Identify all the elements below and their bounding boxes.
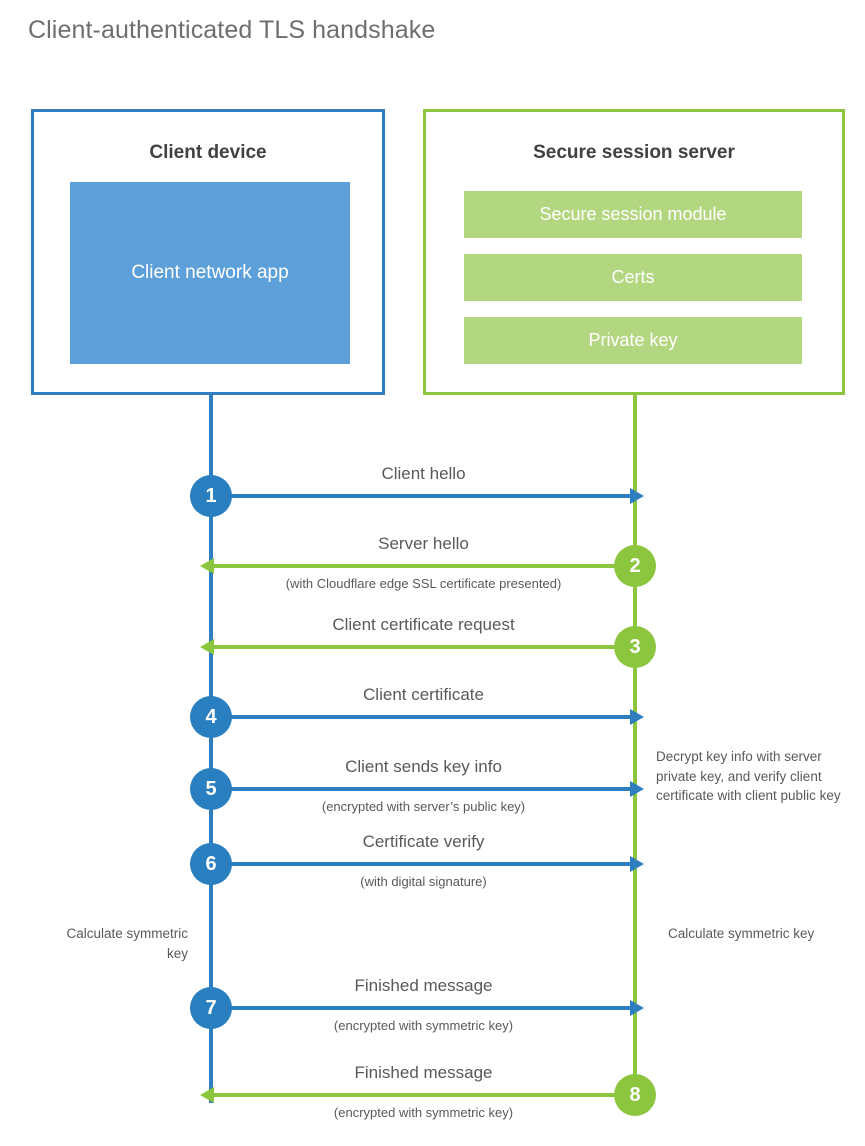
server-calculate-symmetric-key-note: Calculate symmetric key bbox=[668, 926, 815, 941]
arrowhead-right-icon bbox=[630, 781, 644, 797]
arrowhead-right-icon bbox=[630, 709, 644, 725]
message-subcaption-5: (encrypted with server’s public key) bbox=[321, 799, 526, 814]
message-arrow-8 bbox=[200, 1087, 631, 1103]
message-arrow-2 bbox=[200, 558, 631, 574]
arrowhead-right-icon bbox=[630, 856, 644, 872]
server-component-private-key: Private key bbox=[464, 317, 802, 364]
message-label-6: Certificate verify bbox=[362, 832, 485, 851]
message-subcaption-6: (with digital signature) bbox=[360, 874, 487, 889]
message-label-1: Client hello bbox=[381, 464, 466, 483]
step-badge-4: 4 bbox=[190, 696, 232, 738]
message-label-5: Client sends key info bbox=[345, 757, 502, 776]
server-lifeline bbox=[633, 395, 637, 1093]
message-subcaption-7: (encrypted with symmetric key) bbox=[333, 1018, 514, 1033]
server-component-certs: Certs bbox=[464, 254, 802, 301]
message-arrow-7 bbox=[213, 1000, 644, 1016]
secure-session-server-title: Secure session server bbox=[533, 142, 735, 163]
page-title: Client-authenticated TLS handshake bbox=[28, 16, 436, 44]
message-arrow-6 bbox=[213, 856, 644, 872]
arrowhead-left-icon bbox=[200, 558, 214, 574]
step-badge-1: 1 bbox=[190, 475, 232, 517]
arrowhead-right-icon bbox=[630, 488, 644, 504]
message-subcaption-8: (encrypted with symmetric key) bbox=[333, 1105, 514, 1120]
message-label-4: Client certificate bbox=[363, 685, 484, 704]
server-decrypt-note: Decrypt key info with server private key… bbox=[656, 749, 841, 804]
message-label-8: Finished message bbox=[354, 1063, 493, 1082]
arrowhead-left-icon bbox=[200, 639, 214, 655]
step-badge-7: 7 bbox=[190, 987, 232, 1029]
message-label-7: Finished message bbox=[354, 976, 493, 995]
client-calculate-symmetric-key-note: Calculate symmetric key bbox=[66, 926, 188, 961]
message-arrow-4 bbox=[213, 709, 644, 725]
message-label-2: Server hello bbox=[378, 534, 469, 553]
secure-session-server-box: Secure session server Secure session mod… bbox=[423, 109, 845, 395]
step-badge-3: 3 bbox=[614, 626, 656, 668]
step-badge-6: 6 bbox=[190, 843, 232, 885]
message-arrow-5 bbox=[213, 781, 644, 797]
client-device-box: Client device Client network app bbox=[31, 109, 385, 395]
step-badge-8: 8 bbox=[614, 1074, 656, 1116]
server-component-secure-session-module: Secure session module bbox=[464, 191, 802, 238]
message-label-3: Client certificate request bbox=[332, 615, 515, 634]
client-lifeline bbox=[209, 395, 213, 1103]
arrowhead-left-icon bbox=[200, 1087, 214, 1103]
step-badge-5: 5 bbox=[190, 768, 232, 810]
arrowhead-right-icon bbox=[630, 1000, 644, 1016]
client-device-title: Client device bbox=[149, 142, 267, 163]
message-subcaption-2: (with Cloudflare edge SSL certificate pr… bbox=[285, 576, 562, 591]
client-network-app-block: Client network app bbox=[70, 182, 350, 364]
message-arrow-1 bbox=[213, 488, 644, 504]
step-badge-2: 2 bbox=[614, 545, 656, 587]
message-arrow-3 bbox=[200, 639, 631, 655]
